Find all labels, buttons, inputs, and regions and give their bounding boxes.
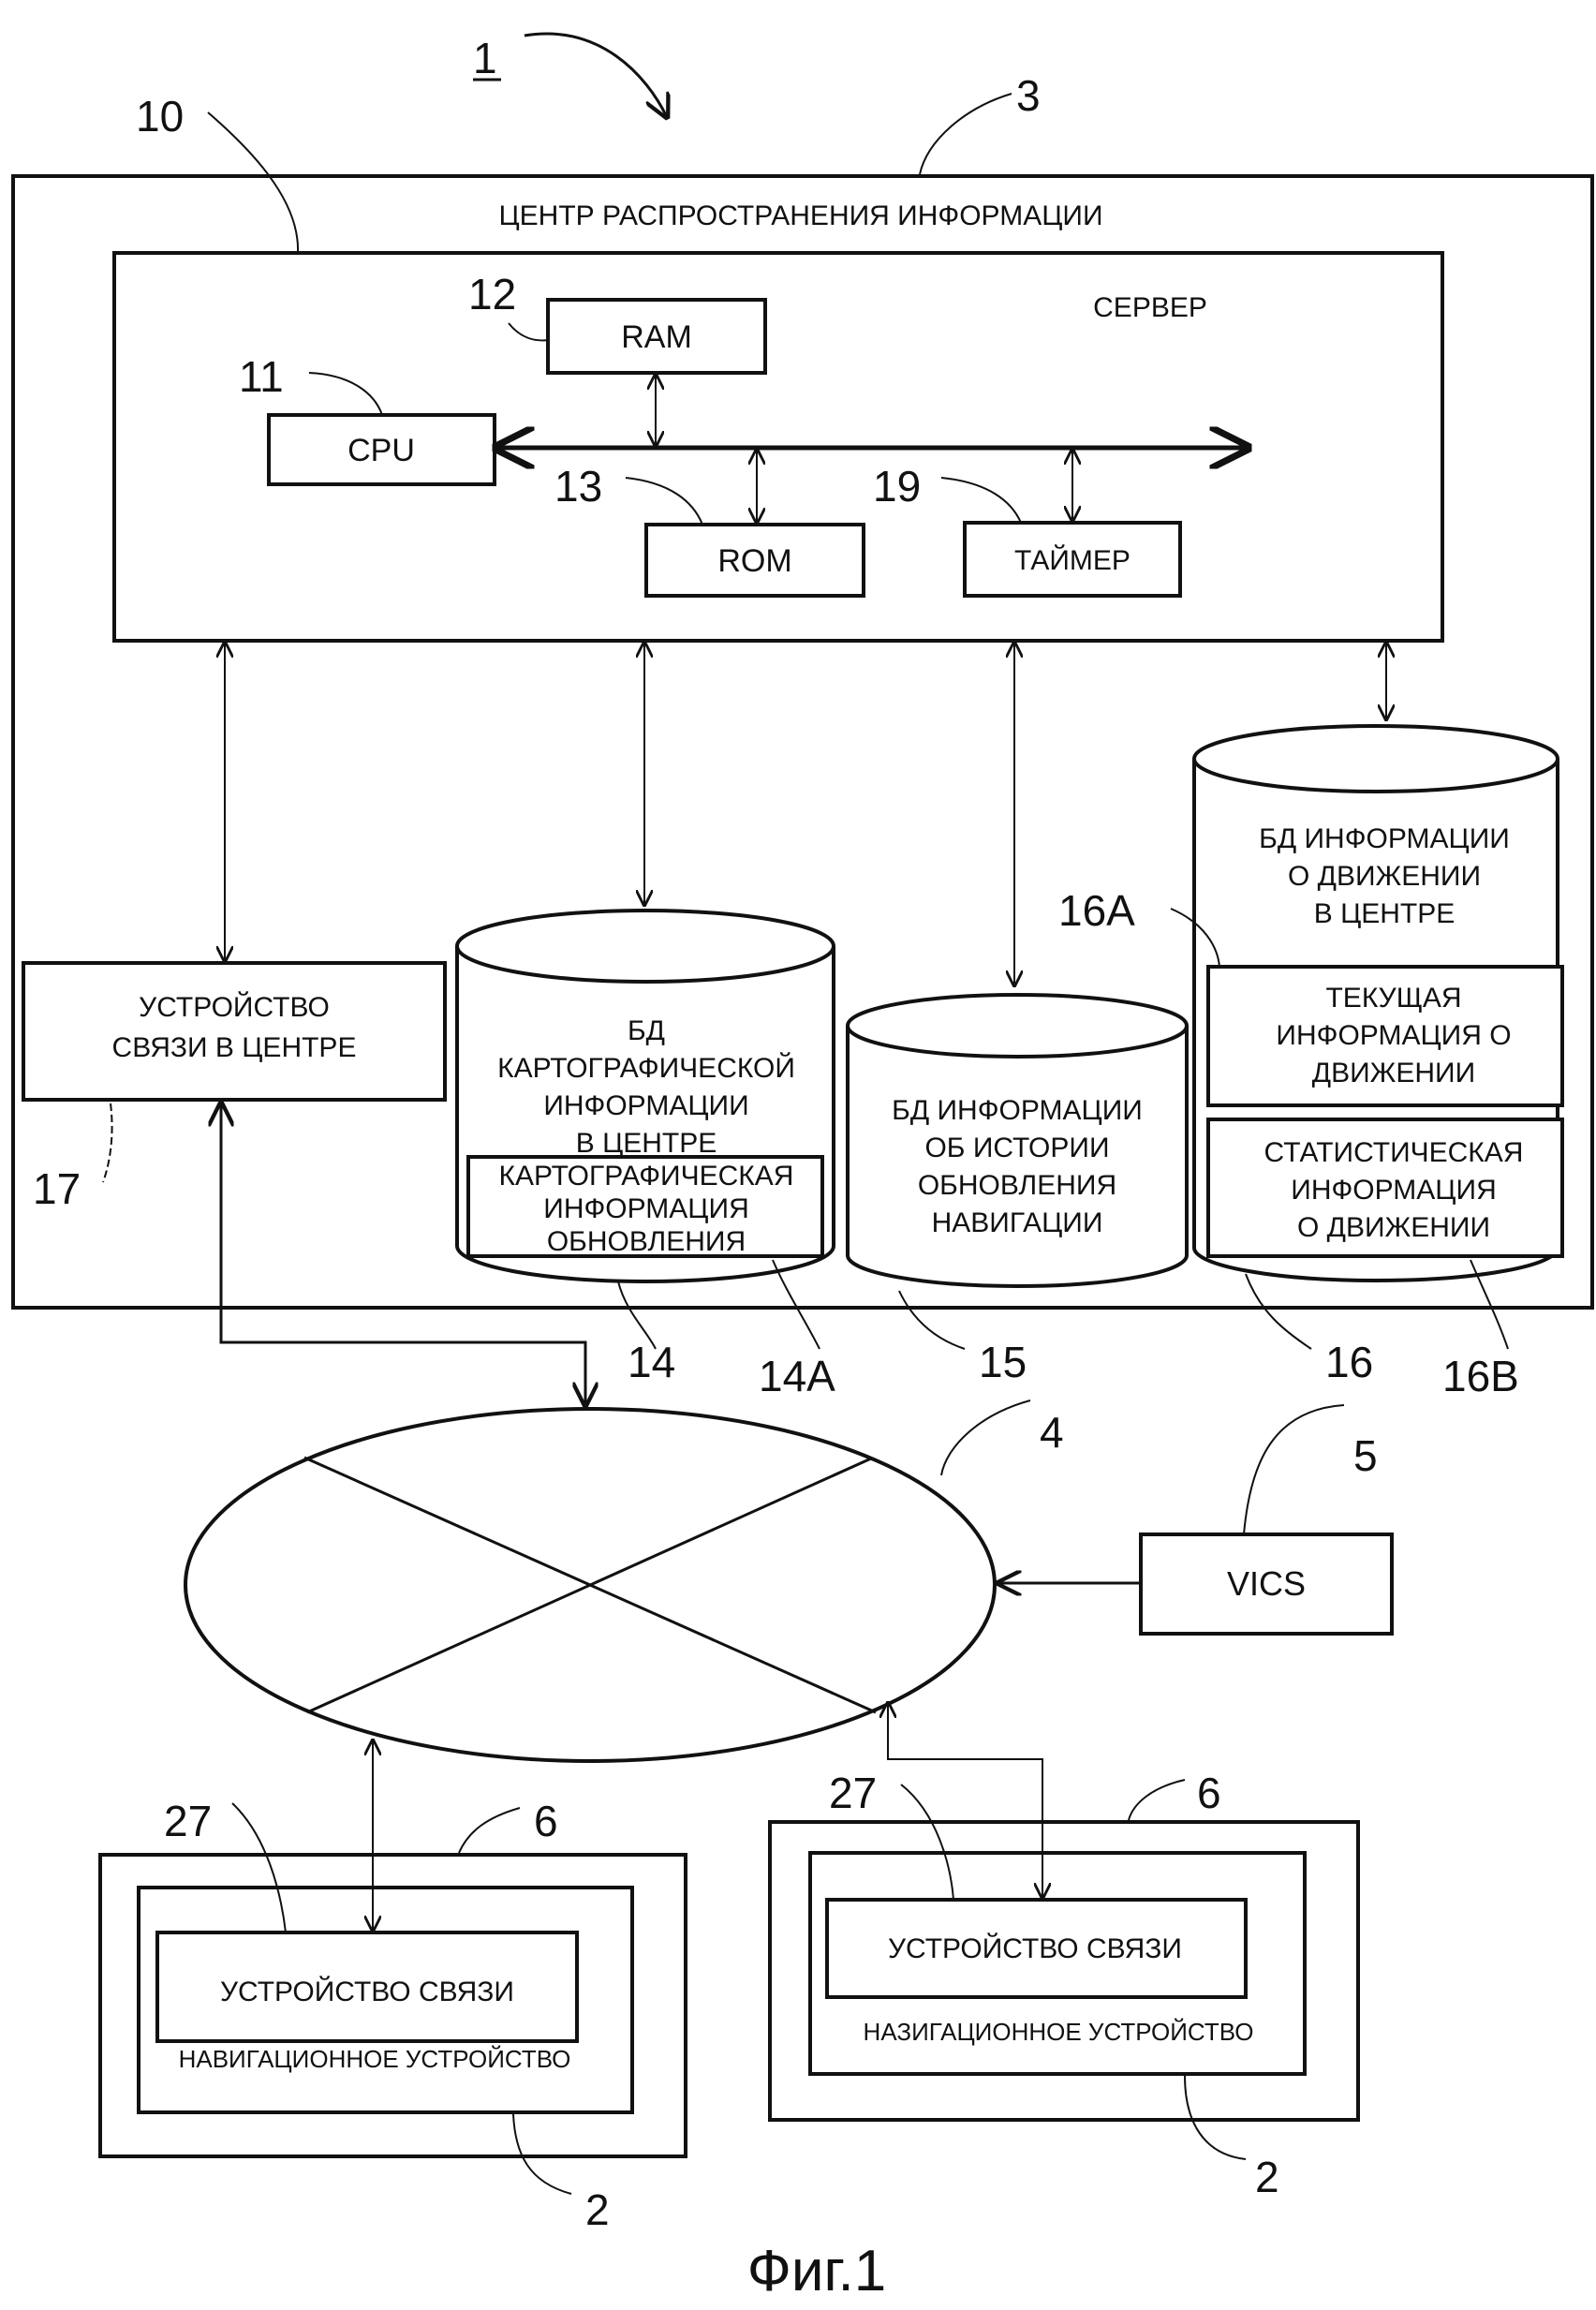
comm-device-left-ref: 27 bbox=[164, 1797, 212, 1845]
vehicle-right: УСТРОЙСТВО СВЯЗИ НАЗИГАЦИОННОЕ УСТРОЙСТВ… bbox=[768, 1769, 1360, 2201]
server-ref: 10 bbox=[136, 92, 184, 141]
map-db-ref: 14 bbox=[628, 1338, 675, 1386]
vehicle-left-leader bbox=[458, 1807, 521, 1854]
center-comm-device-box bbox=[22, 961, 447, 1102]
server-leader bbox=[207, 111, 300, 254]
history-db-cylinder bbox=[846, 993, 1189, 1288]
timer-leader bbox=[940, 477, 1022, 524]
map-db-leader bbox=[617, 1281, 657, 1350]
cpu-label: CPU bbox=[347, 433, 415, 468]
rom-ref: 13 bbox=[554, 462, 602, 511]
current-traffic-line-2: ИНФОРМАЦИЯ О bbox=[1276, 1020, 1511, 1051]
current-traffic-line-1: ТЕКУЩАЯ bbox=[1325, 983, 1461, 1014]
history-db-line-3: ОБНОВЛЕНИЯ bbox=[918, 1170, 1116, 1201]
traffic-db-top bbox=[1192, 724, 1559, 793]
system-ref-label: 1 bbox=[473, 34, 497, 82]
rom-box bbox=[644, 523, 865, 598]
info-center-ref: 3 bbox=[1016, 71, 1041, 120]
center-network-link bbox=[221, 1103, 585, 1405]
map-db-line-4: В ЦЕНТРЕ bbox=[576, 1128, 717, 1159]
vics-label: VICS bbox=[1227, 1564, 1306, 1603]
info-center-title: ЦЕНТР РАСПРОСТРАНЕНИЯ ИНФОРМАЦИИ bbox=[498, 200, 1102, 231]
ram-label: RAM bbox=[621, 319, 692, 355]
history-db-ref: 15 bbox=[979, 1338, 1027, 1386]
cpu-leader bbox=[308, 372, 383, 416]
network-ellipse bbox=[184, 1407, 997, 1763]
comm-device-right-label: УСТРОЙСТВО СВЯЗИ bbox=[888, 1932, 1182, 1964]
comm-device-right-box bbox=[825, 1898, 1248, 1999]
vehicle-right-leader bbox=[1128, 1779, 1186, 1821]
comm-device-right-ref: 27 bbox=[829, 1769, 877, 1817]
center-comm-device-ref: 17 bbox=[33, 1164, 81, 1213]
traffic-db-line-3: В ЦЕНТРЕ bbox=[1314, 898, 1456, 929]
center-comm-device-line-2: СВЯЗИ В ЦЕНТРЕ bbox=[112, 1032, 357, 1063]
nav-device-right-leader bbox=[1184, 2075, 1247, 2160]
map-update-info-ref: 14A bbox=[759, 1352, 835, 1400]
history-db-line-4: НАВИГАЦИИ bbox=[932, 1207, 1103, 1238]
nav-device-right-label: НАЗИГАЦИОННОЕ УСТРОЙСТВО bbox=[864, 2018, 1254, 2046]
current-traffic-line-3: ДВИЖЕНИИ bbox=[1312, 1058, 1475, 1088]
info-center-leader bbox=[919, 93, 1012, 175]
vics-box bbox=[1139, 1533, 1394, 1636]
nav-device-left-label: НАВИГАЦИОННОЕ УСТРОЙСТВО bbox=[179, 2045, 571, 2073]
traffic-db-ref: 16 bbox=[1325, 1338, 1373, 1386]
map-db-top bbox=[455, 909, 835, 984]
rom-label: ROM bbox=[717, 543, 791, 579]
right-vehicle-network-link bbox=[888, 1703, 1042, 1898]
system-reference: 1 bbox=[473, 32, 667, 117]
rom-leader bbox=[625, 477, 703, 526]
ram-ref: 12 bbox=[468, 270, 516, 318]
center-comm-device-leader bbox=[102, 1103, 113, 1183]
map-update-info-line-2: ИНФОРМАЦИЯ bbox=[543, 1193, 748, 1224]
history-db-body bbox=[846, 1026, 1189, 1288]
nav-device-right-ref: 2 bbox=[1255, 2153, 1279, 2201]
vehicle-left: УСТРОЙСТВО СВЯЗИ НАВИГАЦИОННОЕ УСТРОЙСТВ… bbox=[98, 1797, 687, 2234]
current-traffic-ref: 16A bbox=[1058, 886, 1135, 935]
statistical-traffic-line-1: СТАТИСТИЧЕСКАЯ bbox=[1264, 1137, 1524, 1168]
traffic-db-leader bbox=[1245, 1273, 1312, 1350]
statistical-traffic-ref: 16B bbox=[1442, 1352, 1519, 1400]
ram-box bbox=[546, 298, 767, 375]
map-db-line-2: КАРТОГРАФИЧЕСКОЙ bbox=[497, 1052, 795, 1084]
map-update-info-line-3: ОБНОВЛЕНИЯ bbox=[547, 1226, 746, 1257]
server-title: СЕРВЕР bbox=[1093, 292, 1207, 323]
network-ref: 4 bbox=[1040, 1408, 1064, 1457]
vehicle-left-ref: 6 bbox=[534, 1797, 558, 1845]
cpu-ref: 11 bbox=[239, 352, 284, 401]
map-update-info-leader bbox=[772, 1259, 820, 1350]
cpu-box bbox=[267, 413, 496, 486]
history-db-line-2: ОБ ИСТОРИИ bbox=[924, 1133, 1109, 1163]
current-traffic-leader bbox=[1170, 908, 1220, 968]
network-leader bbox=[940, 1399, 1031, 1476]
timer-ref: 19 bbox=[873, 462, 921, 511]
traffic-db-line-2: О ДВИЖЕНИИ bbox=[1288, 861, 1481, 892]
network-cross-line-2 bbox=[306, 1457, 872, 1714]
center-comm-device-line-1: УСТРОЙСТВО bbox=[139, 991, 330, 1023]
current-traffic-box bbox=[1206, 965, 1564, 1107]
history-db-line-1: БД ИНФОРМАЦИИ bbox=[892, 1095, 1143, 1126]
traffic-db-line-1: БД ИНФОРМАЦИИ bbox=[1259, 823, 1510, 854]
ram-leader bbox=[508, 322, 549, 342]
statistical-traffic-line-2: ИНФОРМАЦИЯ bbox=[1291, 1175, 1496, 1206]
vics-leader bbox=[1243, 1404, 1345, 1535]
statistical-traffic-box bbox=[1206, 1118, 1564, 1258]
nav-device-left-ref: 2 bbox=[585, 2185, 610, 2234]
history-db-top bbox=[846, 993, 1189, 1059]
comm-device-left-box bbox=[155, 1931, 579, 2043]
timer-box bbox=[963, 521, 1182, 598]
map-db-line-3: ИНФОРМАЦИИ bbox=[543, 1090, 748, 1121]
comm-device-left-label: УСТРОЙСТВО СВЯЗИ bbox=[220, 1976, 514, 2007]
vehicle-right-ref: 6 bbox=[1197, 1769, 1221, 1817]
nav-device-left-leader bbox=[512, 2113, 572, 2195]
figure-caption: Фиг.1 bbox=[747, 2239, 887, 2303]
map-update-info-line-1: КАРТОГРАФИЧЕСКАЯ bbox=[499, 1161, 794, 1192]
map-db-line-1: БД bbox=[628, 1015, 665, 1046]
vics-ref: 5 bbox=[1353, 1431, 1378, 1480]
history-db-leader bbox=[898, 1290, 966, 1350]
system-ref-arrow bbox=[524, 32, 667, 117]
statistical-traffic-leader bbox=[1470, 1259, 1509, 1350]
comm-device-left-leader bbox=[231, 1802, 287, 1933]
timer-label: ТАЙМЕР bbox=[1014, 544, 1130, 576]
statistical-traffic-line-3: О ДВИЖЕНИИ bbox=[1297, 1212, 1490, 1243]
